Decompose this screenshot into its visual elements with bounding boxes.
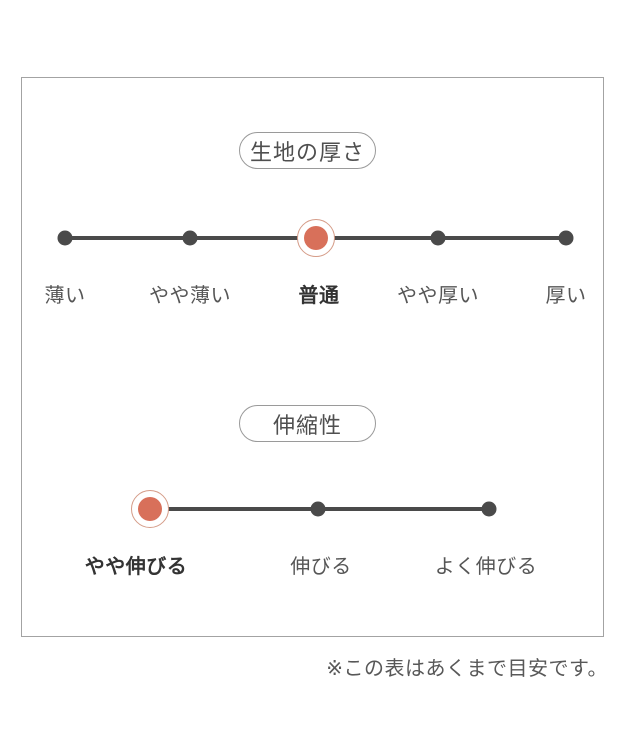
scale-option-label: 薄い (44, 285, 86, 307)
scale-dot (57, 230, 73, 246)
thickness-title: 生地の厚さ (249, 139, 365, 165)
selected-dot (138, 497, 162, 521)
disclaimer-note: ※この表はあくまで目安です。 (326, 658, 608, 680)
stretch-title: 伸縮性 (272, 412, 342, 438)
scale-option-label: 伸びる (290, 556, 352, 578)
selected-dot (304, 226, 328, 250)
scale-dot (481, 501, 497, 517)
scale-option-label: やや厚い (397, 285, 479, 307)
scale-dot (430, 230, 446, 246)
stretch-title-pill: 伸縮性 (239, 405, 376, 442)
scale-option-label: やや薄い (149, 285, 231, 307)
spec-panel: 生地の厚さ 薄い やや薄い 普通 やや厚い 厚い 伸縮性 やや伸びる 伸びる よ… (21, 77, 604, 637)
scale-option-label-selected: やや伸びる (84, 556, 188, 578)
scale-option-label: よく伸びる (434, 556, 538, 578)
scale-option-label: 厚い (545, 285, 587, 307)
scale-dot (182, 230, 198, 246)
scale-dot (558, 230, 574, 246)
selected-dot-marker (131, 490, 169, 528)
scale-option-label-selected: 普通 (298, 285, 340, 307)
thickness-title-pill: 生地の厚さ (239, 132, 376, 169)
scale-dot (310, 501, 326, 517)
selected-dot-marker (297, 219, 335, 257)
